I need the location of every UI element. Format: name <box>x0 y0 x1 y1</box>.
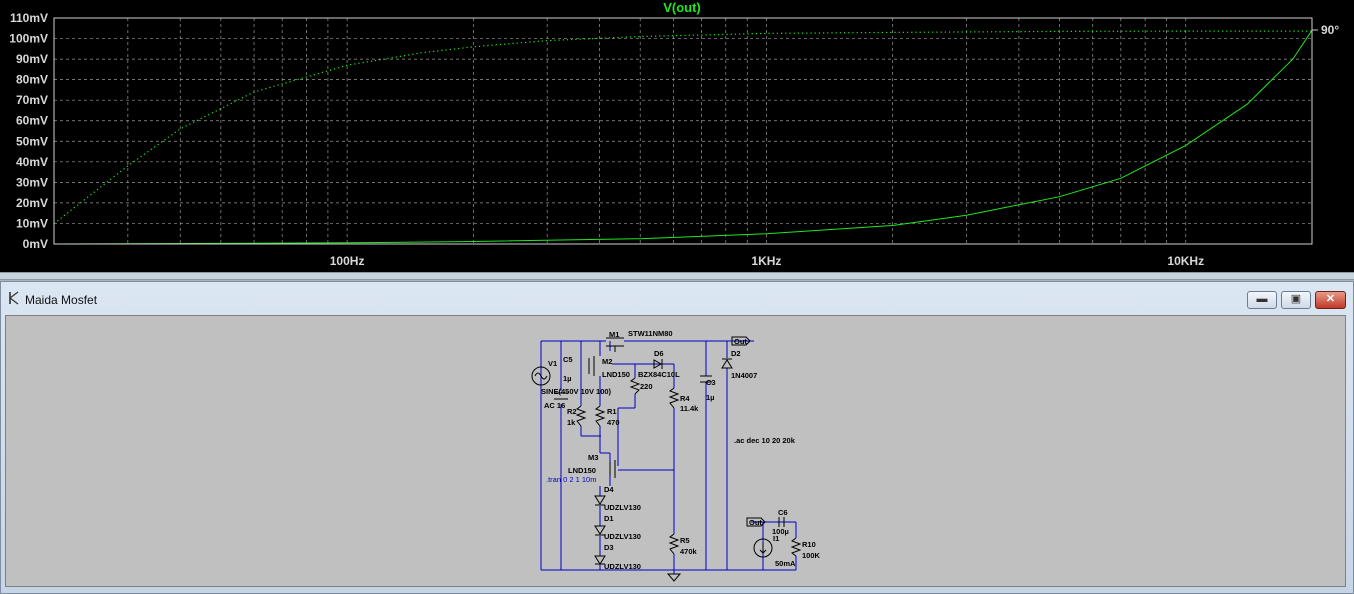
y-tick-label: 60mV <box>16 114 48 128</box>
label-d1-model: UDZLV130 <box>604 532 641 541</box>
label-m2-ref: M2 <box>602 357 612 366</box>
y-tick-label: 0mV <box>23 237 48 251</box>
window-titlebar[interactable]: Maida Mosfet ▬ ▣ ✕ <box>1 282 1353 312</box>
tran-directive[interactable]: .tran 0 2 1 10m <box>546 475 596 484</box>
net-label-out[interactable]: Out <box>734 337 747 346</box>
x-axis-ticks: 100Hz 1KHz 10KHz <box>330 254 1204 268</box>
label-d6-ref: D6 <box>654 349 664 358</box>
y-tick-label: 30mV <box>16 175 48 189</box>
y-tick-label: 40mV <box>16 155 48 169</box>
spice-directives: .ac dec 10 20 20k .tran 0 2 1 10m <box>546 436 796 484</box>
label-r2-value: 1k <box>567 418 576 427</box>
label-i1-value: 50mA <box>775 559 796 568</box>
x-tick-label: 100Hz <box>330 254 365 268</box>
label-c5-value: 1µ <box>563 374 572 383</box>
label-c6-value: 100µ <box>772 527 789 536</box>
net-label-out-load[interactable]: Out <box>749 518 762 527</box>
label-d6-model: BZX84C10L <box>638 370 680 379</box>
label-c5-ref: C5 <box>563 355 573 364</box>
label-m3-ref: M3 <box>588 453 598 462</box>
transistor-icon <box>9 291 19 305</box>
label-r4-value: 11.4k <box>680 404 699 413</box>
y-tick-label: 50mV <box>16 134 48 148</box>
x-tick-label: 10KHz <box>1167 254 1204 268</box>
schematic-window[interactable]: Maida Mosfet ▬ ▣ ✕ <box>0 281 1354 594</box>
label-r10-ref: R10 <box>802 540 816 549</box>
label-r4-ref: R4 <box>680 394 690 403</box>
phase-trace-line <box>53 30 1312 224</box>
trace-title[interactable]: V(out) <box>663 0 701 15</box>
pane-splitter[interactable] <box>0 272 1354 280</box>
y-tick-label: 100mV <box>9 32 48 46</box>
label-r10-value: 100K <box>802 551 821 560</box>
label-d2-ref: D2 <box>731 349 741 358</box>
y-tick-label: 80mV <box>16 73 48 87</box>
y-tick-label: 90mV <box>16 52 48 66</box>
label-d2-model: 1N4007 <box>731 371 757 380</box>
schematic-canvas[interactable]: M1 STW11NM80 M2 LND150 V1 SINE(450V 10V … <box>5 315 1346 587</box>
label-d4-ref: D4 <box>604 485 614 494</box>
label-d4-model: UDZLV130 <box>604 503 641 512</box>
x-tick-label: 1KHz <box>751 254 781 268</box>
ac-directive[interactable]: .ac dec 10 20 20k <box>734 436 796 445</box>
plot-grid <box>54 17 1312 245</box>
label-m3-model: LND150 <box>568 466 596 475</box>
y-tick-label: 20mV <box>16 196 48 210</box>
waveform-plot-pane[interactable]: V(out) 0mV 10mV 20mV 30mV 40mV 50mV 60mV 70mV 80… <box>0 0 1354 272</box>
label-c3-ref: C3 <box>706 378 716 387</box>
component-symbols <box>531 336 802 582</box>
label-d3-model: UDZLV130 <box>604 562 641 571</box>
label-d3-ref: D3 <box>604 543 614 552</box>
label-d1-ref: D1 <box>604 514 614 523</box>
label-r5-value: 470k <box>680 547 698 556</box>
maximize-button[interactable]: ▣ <box>1281 291 1311 309</box>
minimize-button[interactable]: ▬ <box>1247 291 1277 309</box>
label-v1-value: SINE(450V 10V 100) <box>541 387 612 396</box>
schematic-drawing[interactable]: M1 STW11NM80 M2 LND150 V1 SINE(450V 10V … <box>6 316 1345 586</box>
y-axis-ticks: 0mV 10mV 20mV 30mV 40mV 50mV 60mV 70mV 80mV 90mV 1… <box>9 11 48 251</box>
window-title: Maida Mosfet <box>25 293 98 307</box>
plot-frame <box>53 17 1313 245</box>
label-i1-ref: I1 <box>773 534 779 543</box>
y-tick-label: 110mV <box>10 11 48 25</box>
trace-group <box>53 30 1313 245</box>
right-axis-label: 90° <box>1321 23 1339 37</box>
label-v1-ref: V1 <box>548 359 557 368</box>
label-r1-ref: R1 <box>607 407 617 416</box>
label-c3-value: 1µ <box>706 393 715 402</box>
label-v1-ac: AC 16 <box>544 401 565 410</box>
label-r1-value: 470 <box>607 418 620 427</box>
label-m1-ref: M1 <box>609 330 619 339</box>
component-labels: M1 STW11NM80 M2 LND150 V1 SINE(450V 10V … <box>541 329 821 571</box>
y-tick-label: 10mV <box>16 216 48 230</box>
label-r5-ref: R5 <box>680 536 690 545</box>
label-c6-ref: C6 <box>778 508 788 517</box>
waveform-plot[interactable]: V(out) 0mV 10mV 20mV 30mV 40mV 50mV 60mV 70mV 80… <box>0 0 1354 272</box>
y-tick-label: 70mV <box>16 93 48 107</box>
label-r3-value: 220 <box>640 382 653 391</box>
label-m2-model: LND150 <box>602 370 630 379</box>
label-m1-model: STW11NM80 <box>628 329 673 338</box>
close-button[interactable]: ✕ <box>1315 291 1346 309</box>
magnitude-trace-line <box>53 30 1313 245</box>
label-r2-ref: R2 <box>567 407 577 416</box>
